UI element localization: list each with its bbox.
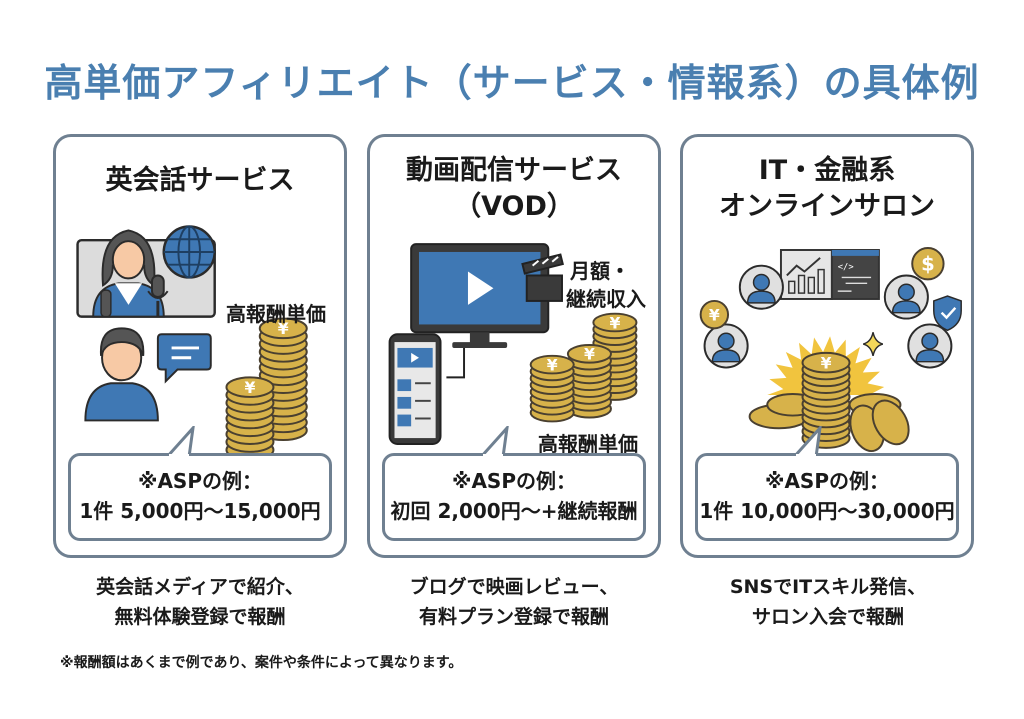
user-circle-icon — [703, 264, 953, 369]
recurring-income-line-2: 継続収入 — [566, 287, 646, 311]
user-avatar — [703, 323, 749, 369]
bubble-tail — [167, 426, 195, 456]
asp-example-bubble: ※ASPの例： 1件 10,000円〜30,000円 — [695, 426, 959, 541]
coin-stack: ¥ — [801, 351, 851, 449]
coin-stack: ¥ — [225, 376, 275, 461]
yen-symbol: ¥ — [584, 345, 595, 364]
card-title: IT・金融系 オンラインサロン — [683, 153, 971, 225]
coin-stack: ¥ — [566, 344, 612, 419]
yen-symbol: ¥ — [609, 313, 620, 332]
loose-coin — [871, 399, 910, 446]
coin-stack: ¥ — [529, 354, 575, 423]
asp-example-bubble: ※ASPの例： 1件 5,000円〜15,000円 — [68, 426, 332, 541]
dollar-coin-icon: $ — [911, 247, 945, 281]
card-illustration: ¥¥ — [76, 225, 308, 461]
clapperboard-icon — [521, 253, 564, 302]
card-title-line-1: IT・金融系 — [758, 155, 896, 186]
card-title: 動画配信サービス （VOD） — [370, 153, 658, 225]
svg-text:¥: ¥ — [709, 306, 720, 325]
caption-english-conversation: 英会話メディアで紹介、 無料体験登録で報酬 — [40, 572, 360, 632]
caption-line-2: 無料体験登録で報酬 — [114, 606, 286, 628]
yen-symbol: ¥ — [278, 319, 289, 338]
globe-icon — [162, 225, 216, 279]
chart-screen-icon — [779, 249, 833, 300]
code-screen-icon: </> — [830, 249, 880, 300]
caption-vod: ブログで映画レビュー、 有料プラン登録で報酬 — [354, 572, 674, 632]
shield-check-icon — [933, 295, 962, 332]
card-title-line-2: オンラインサロン — [719, 191, 935, 222]
yen-coin-stack-icon: ¥ ¥ ¥ — [529, 312, 638, 423]
caption-line-1: ブログで映画レビュー、 — [409, 576, 619, 598]
smartphone-video-icon — [388, 333, 466, 445]
yen-coin-stack-icon: ¥¥ — [225, 317, 308, 461]
footnote: ※報酬額はあくまで例であり、案件や条件によって異なります。 — [60, 655, 463, 671]
user-avatar — [907, 323, 953, 369]
card-vod-service: 動画配信サービス （VOD） — [367, 134, 661, 558]
bubble-tail — [481, 426, 509, 456]
recurring-income-label: 月額・ 継続収入 — [566, 257, 646, 313]
recurring-income-line-1: 月額・ — [570, 259, 630, 283]
asp-heading: ※ASPの例： — [452, 469, 576, 493]
card-title-line-1: 動画配信サービス — [406, 155, 622, 186]
asp-heading: ※ASPの例： — [138, 469, 262, 493]
high-reward-label: 高報酬単価 — [226, 302, 326, 326]
asp-heading: ※ASPの例： — [765, 469, 889, 493]
page-title: 高単価アフィリエイト（サービス・情報系）の具体例 — [44, 61, 980, 105]
caption-line-1: SNSでITスキル発信、 — [729, 576, 927, 598]
asp-value: 1件 10,000円〜30,000円 — [699, 499, 955, 523]
user-avatar — [738, 264, 784, 310]
svg-text:</>: </> — [838, 263, 854, 273]
bubble-tail — [794, 426, 822, 456]
caption-line-2: サロン入会で報酬 — [751, 606, 904, 628]
caption-line-2: 有料プラン登録で報酬 — [418, 606, 609, 628]
yen-symbol: ¥ — [821, 354, 832, 373]
sparkle-icon — [863, 332, 884, 356]
yen-symbol: ¥ — [245, 378, 256, 397]
card-illustration: </> $ ¥ ¥ — [699, 247, 962, 452]
asp-value: 1件 5,000円〜15,000円 — [79, 499, 321, 523]
user-avatar — [883, 274, 929, 320]
yen-coin-icon: ¥ — [699, 299, 730, 330]
asp-value: 初回 2,000円〜+継続報酬 — [390, 499, 638, 523]
caption-line-1: 英会話メディアで紹介、 — [96, 576, 304, 598]
card-title-line-2: （VOD） — [454, 191, 574, 222]
monitor-play-icon — [410, 243, 550, 348]
yen-symbol: ¥ — [547, 355, 558, 374]
chat-bubble-icon — [156, 333, 212, 384]
student-icon — [84, 327, 159, 422]
card-title: 英会話サービス — [105, 165, 295, 196]
card-illustration: ¥ ¥ ¥ — [388, 243, 638, 445]
card-english-conversation: 英会話サービス — [53, 134, 347, 558]
yen-coin-pile-icon: ¥ — [748, 351, 910, 452]
svg-text:$: $ — [921, 253, 935, 276]
asp-example-bubble: ※ASPの例： 初回 2,000円〜+継続報酬 — [382, 426, 646, 541]
high-reward-label: 高報酬単価 — [538, 432, 638, 456]
card-online-salon: IT・金融系 オンラインサロン </> $ ¥ — [680, 134, 974, 558]
caption-online-salon: SNSでITスキル発信、 サロン入会で報酬 — [668, 572, 988, 632]
microphone-icon — [147, 274, 169, 317]
